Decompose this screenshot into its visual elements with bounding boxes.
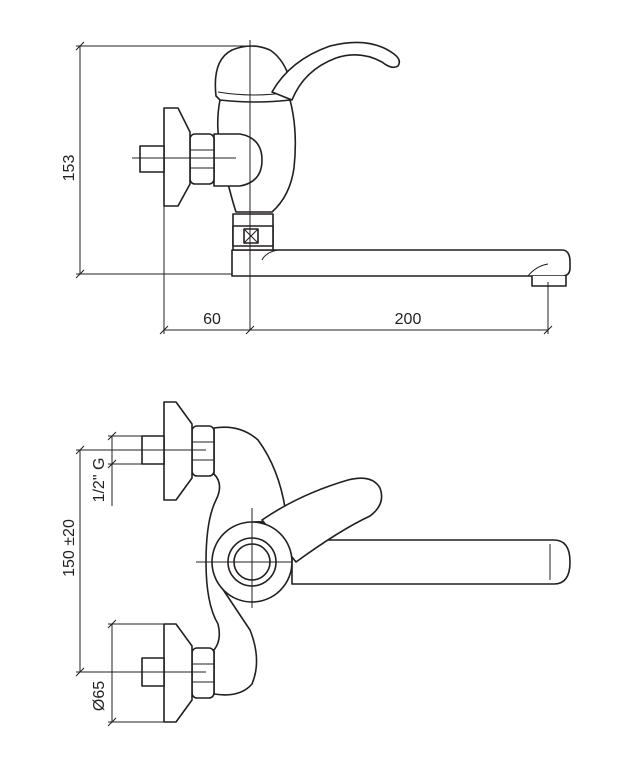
dim-offset: 60: [203, 311, 221, 328]
side-view: [132, 40, 571, 330]
spout-top: [291, 539, 571, 585]
cartridge-cap: [214, 45, 291, 103]
neck-square-x: [243, 228, 259, 244]
hex-nut-lines: [190, 149, 214, 169]
inlet-pipe-side: [139, 145, 165, 173]
hex-nut-top-lower: [191, 647, 215, 699]
aerator: [531, 275, 567, 287]
spout-inner-line: [261, 249, 279, 261]
side-dimensions: 153 60 200: [61, 41, 553, 335]
flange-top-upper: [163, 401, 193, 501]
lever-handle-side: [271, 41, 401, 101]
lever-handle-top: [261, 477, 383, 563]
connector-boss: [213, 133, 263, 187]
wall-flange-side: [163, 107, 191, 207]
dim-flange-diameter: Ø65: [91, 681, 108, 711]
hex-nut-top-upper: [191, 425, 215, 477]
dim-spout-reach: 200: [395, 311, 422, 328]
dim-thread: 1/2" G: [91, 458, 108, 503]
dim-inlet-spacing: 150 ±20: [61, 519, 78, 577]
flange-top-lower: [163, 623, 193, 723]
hex-nut-side: [189, 133, 215, 185]
top-dimensions: 1/2" G 150 ±20 Ø65: [61, 431, 164, 727]
spout-side: [231, 249, 571, 277]
dim-height: 153: [61, 155, 78, 182]
cap-top: [231, 45, 271, 51]
aerator-curve: [527, 263, 549, 277]
top-view: [134, 401, 571, 723]
